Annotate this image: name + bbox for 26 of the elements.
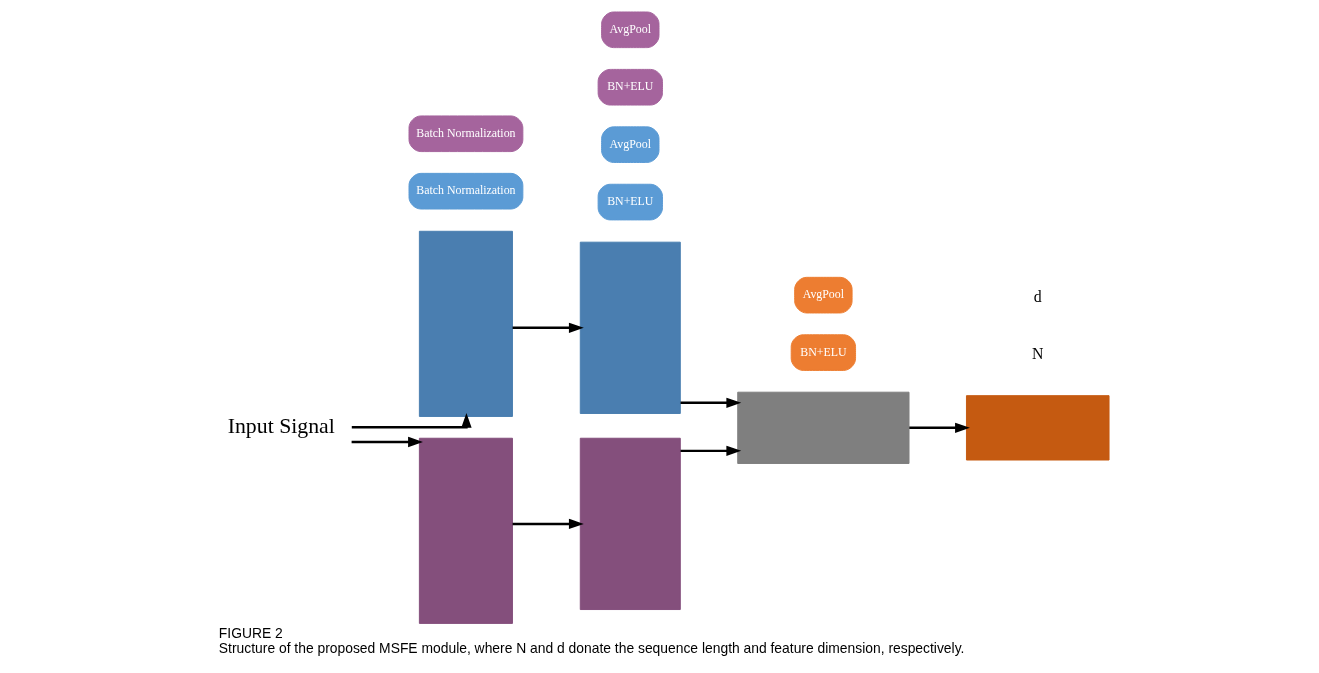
arrow bbox=[351, 436, 423, 448]
node-box bbox=[418, 437, 513, 624]
node-box bbox=[736, 391, 910, 464]
node-box bbox=[965, 395, 1110, 461]
diagram-title: FIGURE 2 bbox=[218, 625, 283, 642]
arrow bbox=[512, 518, 584, 530]
label: d bbox=[1033, 287, 1042, 305]
node-box: BN+ELU bbox=[597, 68, 663, 106]
node-box: BN+ELU bbox=[790, 334, 856, 371]
node-box: Batch Normalization bbox=[408, 172, 523, 210]
node-box: AvgPool bbox=[600, 126, 659, 163]
node-box: BN+ELU bbox=[597, 183, 663, 221]
node-box bbox=[418, 230, 513, 417]
node-box bbox=[579, 241, 681, 414]
arrow bbox=[908, 422, 970, 434]
node-text: Input Signal bbox=[227, 414, 335, 439]
node-box: AvgPool bbox=[793, 276, 853, 314]
caption: Structure of the proposed MSFE module, where N and d donate the sequence length and feature dimension, respectively. bbox=[218, 640, 964, 657]
arrow bbox=[680, 397, 741, 409]
label: N bbox=[1031, 345, 1043, 363]
node-box: AvgPool bbox=[600, 11, 659, 49]
arrow bbox=[512, 322, 584, 334]
node-box bbox=[579, 437, 681, 611]
arrow bbox=[351, 412, 472, 429]
node-box: Batch Normalization bbox=[408, 115, 523, 153]
arrow bbox=[680, 445, 741, 457]
